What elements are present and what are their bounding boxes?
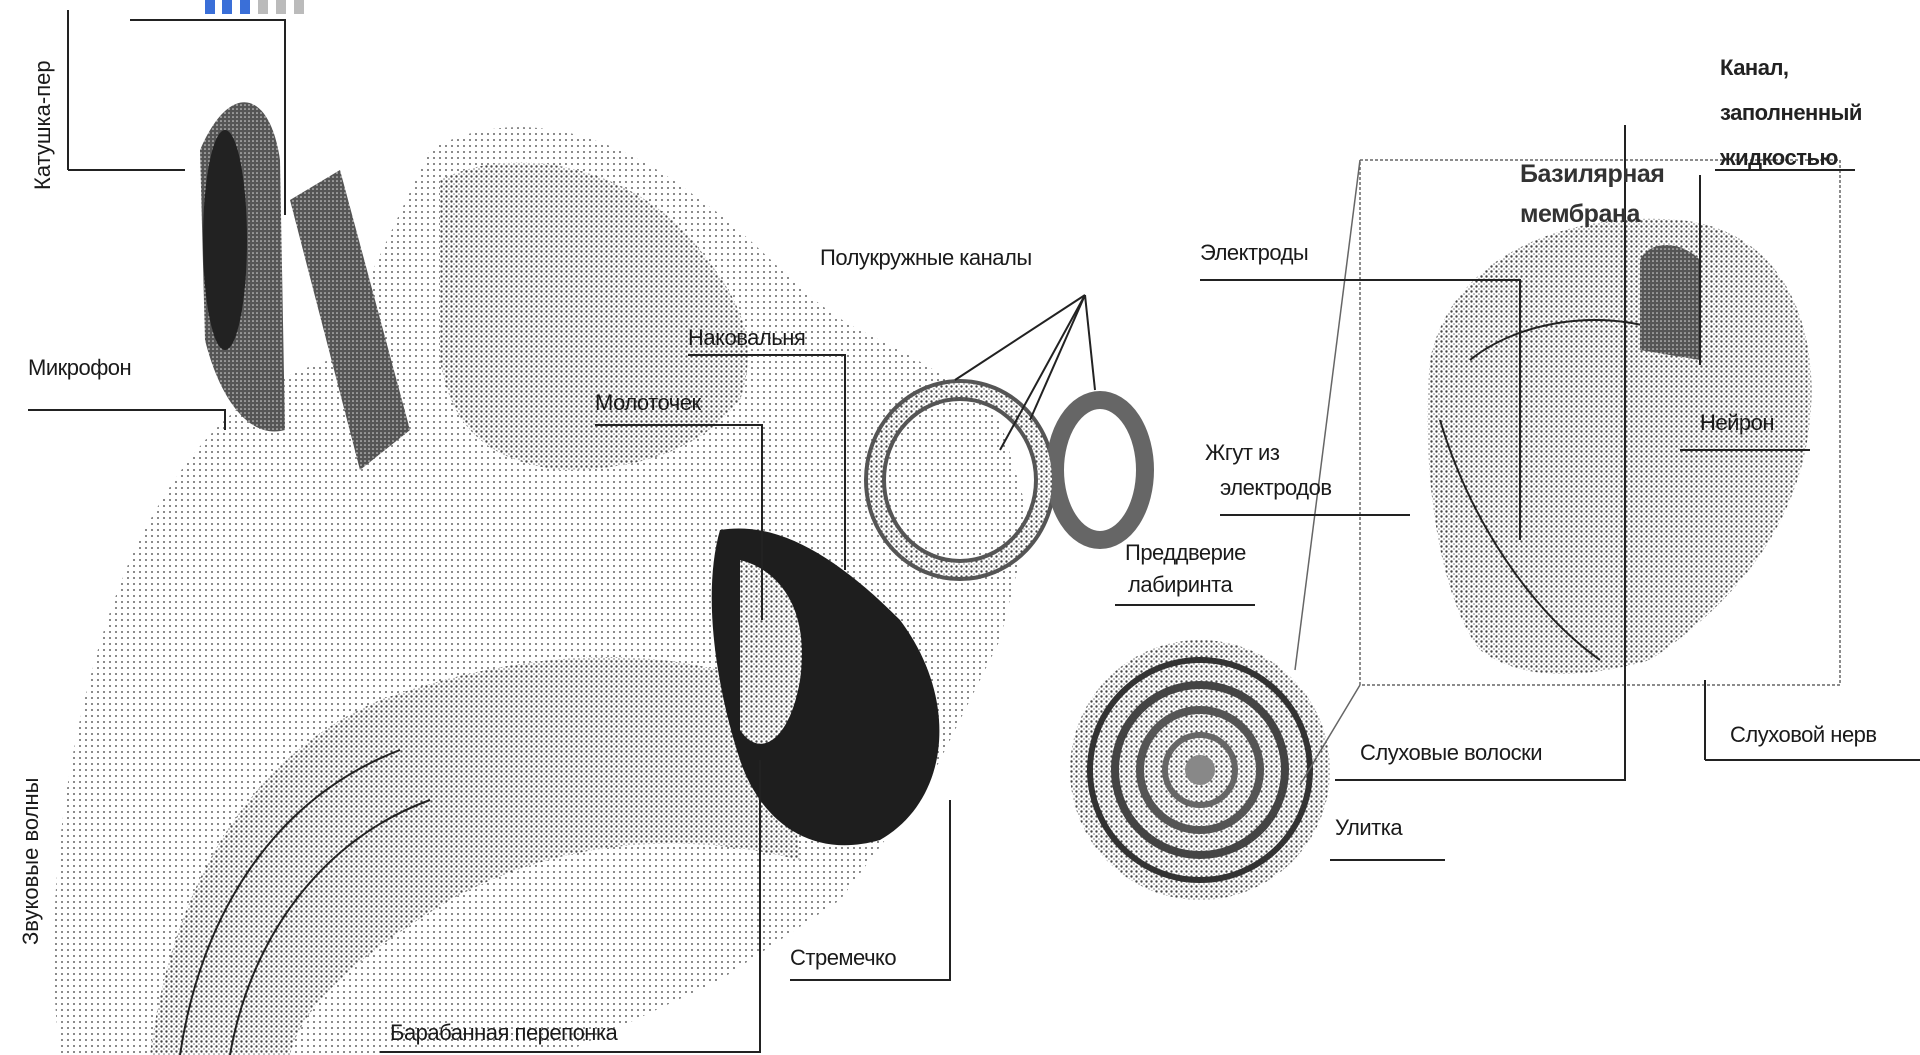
label-semicircular-canals: Полукружные каналы — [820, 245, 1032, 270]
label-incus: Наковальня — [688, 325, 805, 350]
label-canal-line3: жидкостью — [1720, 145, 1838, 170]
label-coil: Катушка-пер — [30, 60, 56, 190]
label-basilar-line2: мембрана — [1520, 200, 1640, 229]
label-eardrum: Барабанная перепонка — [390, 1020, 617, 1045]
label-auditory-nerve: Слуховой нерв — [1730, 722, 1877, 747]
logo-fragment — [205, 0, 304, 14]
label-bundle-line1: Жгут из — [1205, 440, 1279, 465]
label-sound-waves: Звуковые волны — [18, 778, 44, 945]
cochlea-inset — [1295, 160, 1840, 785]
label-cochlea: Улитка — [1335, 815, 1402, 840]
label-basilar-line1: Базилярная — [1520, 160, 1664, 189]
label-canal-line2: заполненный — [1720, 100, 1862, 125]
label-vestibule-line2: лабиринта — [1128, 572, 1232, 597]
label-neuron: Нейрон — [1700, 410, 1774, 435]
label-stapes: Стремечко — [790, 945, 896, 970]
label-canal-line1: Канал, — [1720, 55, 1789, 80]
label-malleus: Молоточек — [595, 390, 701, 415]
cochlea-spiral — [1070, 640, 1330, 900]
label-electrodes: Электроды — [1200, 240, 1308, 265]
label-hair-cells: Слуховые волоски — [1360, 740, 1542, 765]
label-bundle-line2: электродов — [1220, 475, 1332, 500]
label-microphone: Микрофон — [28, 355, 131, 380]
label-vestibule-line1: Преддверие — [1125, 540, 1246, 565]
